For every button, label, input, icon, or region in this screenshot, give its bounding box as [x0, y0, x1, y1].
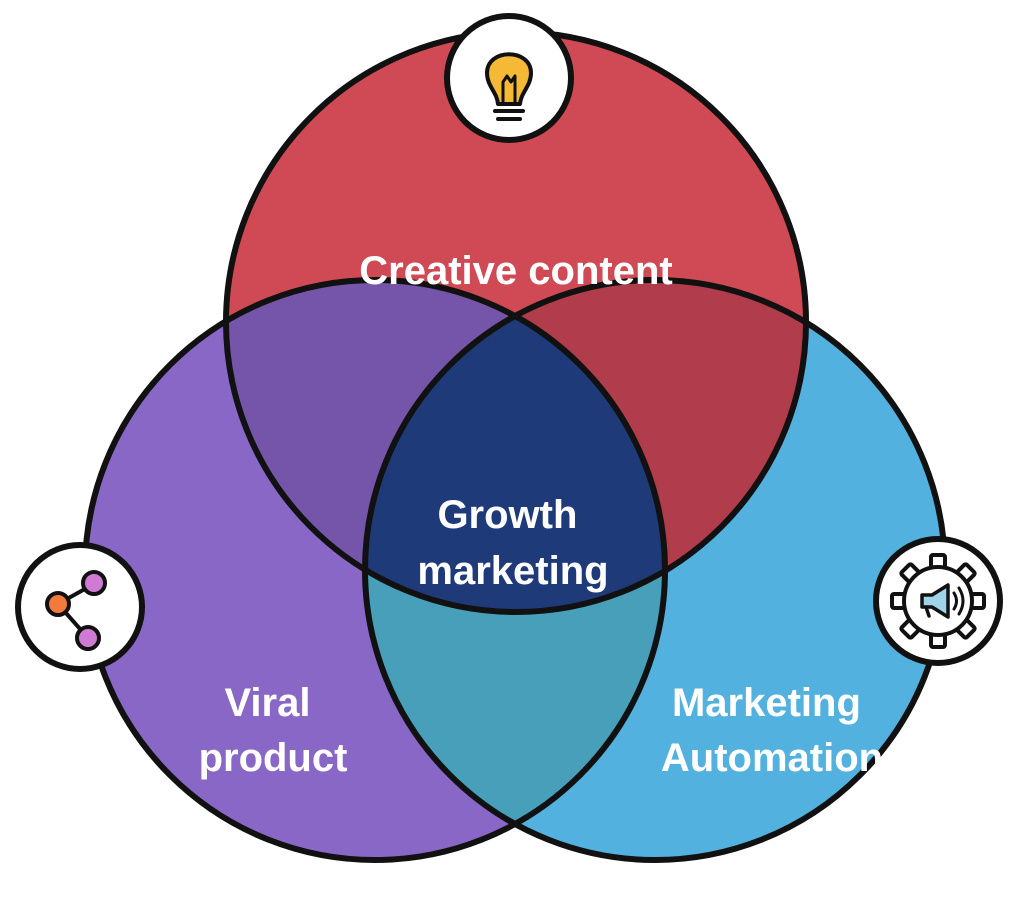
label-viral-product: Viral product [199, 681, 348, 780]
label-marketing-automation: Marketing Automation [661, 681, 883, 780]
label-growth-marketing: Growth marketing [417, 493, 608, 593]
intersection-center [365, 280, 665, 612]
share-nodes-icon [15, 542, 145, 672]
label-creative-content: Creative content [359, 249, 672, 293]
light-bulb-icon [444, 13, 574, 143]
megaphone-gear-icon [873, 536, 1003, 666]
